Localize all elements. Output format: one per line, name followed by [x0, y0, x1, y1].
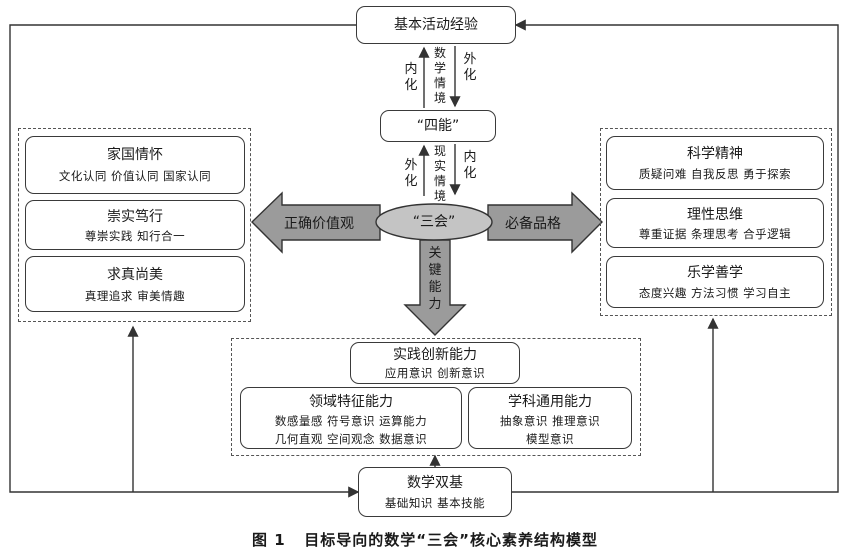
down-arrow-label: 关键能力: [428, 246, 442, 312]
right-box-1-title: 科学精神: [687, 146, 743, 162]
right-box-1: 科学精神 质疑问难 自我反思 勇于探索: [606, 136, 824, 190]
figure-caption: 图 1 目标导向的数学“三会”核心素养结构模型: [251, 531, 599, 549]
practice-sub: 应用意识 创新意识: [384, 366, 486, 380]
right-box-3: 乐学善学 态度兴趣 方法习惯 学习自主: [606, 256, 824, 308]
right-box-2-sub: 尊重证据 条理思考 合乎逻辑: [638, 227, 792, 241]
domain-sub-2: 几何直观 空间观念 数据意识: [274, 432, 428, 446]
practice-box: 实践创新能力 应用意识 创新意识: [350, 342, 520, 384]
general-title: 学科通用能力: [508, 394, 592, 410]
right-box-3-title: 乐学善学: [687, 265, 743, 281]
link1-right-label: 外化: [463, 52, 477, 83]
left-box-1-title: 家国情怀: [107, 147, 163, 163]
domain-title: 领域特征能力: [309, 394, 393, 410]
right-box-2: 理性思维 尊重证据 条理思考 合乎逻辑: [606, 198, 824, 248]
left-box-3: 求真尚美 真理追求 审美情趣: [25, 256, 245, 312]
right-arrow-label: 必备品格: [505, 216, 561, 232]
bottom-group-frame: [231, 338, 641, 456]
left-box-3-title: 求真尚美: [107, 267, 163, 283]
four-abilities-title: “四能”: [416, 118, 460, 134]
basic-experience-title: 基本活动经验: [394, 17, 478, 33]
domain-sub-1: 数感量感 符号意识 运算能力: [274, 414, 428, 428]
left-box-1-sub: 文化认同 价值认同 国家认同: [58, 169, 212, 183]
left-arrow-label: 正确价值观: [284, 216, 354, 232]
link1-mid-label: 数学情境: [433, 46, 446, 105]
double-basics-box: 数学双基 基础知识 基本技能: [358, 467, 512, 517]
outer-loop-left: [9, 24, 360, 498]
right-big-arrow: [487, 191, 603, 254]
domain-box: 领域特征能力 数感量感 符号意识 运算能力 几何直观 空间观念 数据意识: [240, 387, 462, 449]
general-sub-2: 模型意识: [526, 432, 574, 446]
practice-title: 实践创新能力: [393, 347, 477, 363]
left-big-arrow: [251, 191, 381, 254]
general-sub-1: 抽象意识 推理意识: [499, 414, 601, 428]
outer-loop-right: [512, 19, 839, 493]
basic-experience-box: 基本活动经验: [356, 6, 516, 44]
general-box: 学科通用能力 抽象意识 推理意识 模型意识: [468, 387, 632, 449]
down-big-arrow: [403, 239, 467, 336]
link1-left-label: 内化: [404, 62, 418, 93]
right-box-3-sub: 态度兴趣 方法习惯 学习自主: [638, 286, 792, 300]
link2-left-label: 外化: [404, 158, 418, 189]
double-basics-sub: 基础知识 基本技能: [384, 496, 486, 510]
center-ellipse: [375, 203, 493, 241]
left-box-2: 崇实笃行 尊崇实践 知行合一: [25, 200, 245, 250]
right-box-2-title: 理性思维: [687, 207, 743, 223]
left-group-frame: [18, 128, 251, 322]
left-box-1: 家国情怀 文化认同 价值认同 国家认同: [25, 136, 245, 194]
left-box-3-sub: 真理追求 审美情趣: [84, 289, 186, 303]
right-group-frame: [600, 128, 832, 316]
link2-mid-label: 现实情境: [433, 144, 446, 203]
right-box-1-sub: 质疑问难 自我反思 勇于探索: [638, 167, 792, 181]
four-abilities-box: “四能”: [380, 110, 496, 142]
link2-right-label: 内化: [463, 150, 477, 181]
left-box-2-title: 崇实笃行: [107, 209, 163, 225]
three-abilities-title: “三会”: [412, 214, 456, 230]
left-box-2-sub: 尊崇实践 知行合一: [84, 229, 186, 243]
double-basics-title: 数学双基: [407, 475, 463, 491]
